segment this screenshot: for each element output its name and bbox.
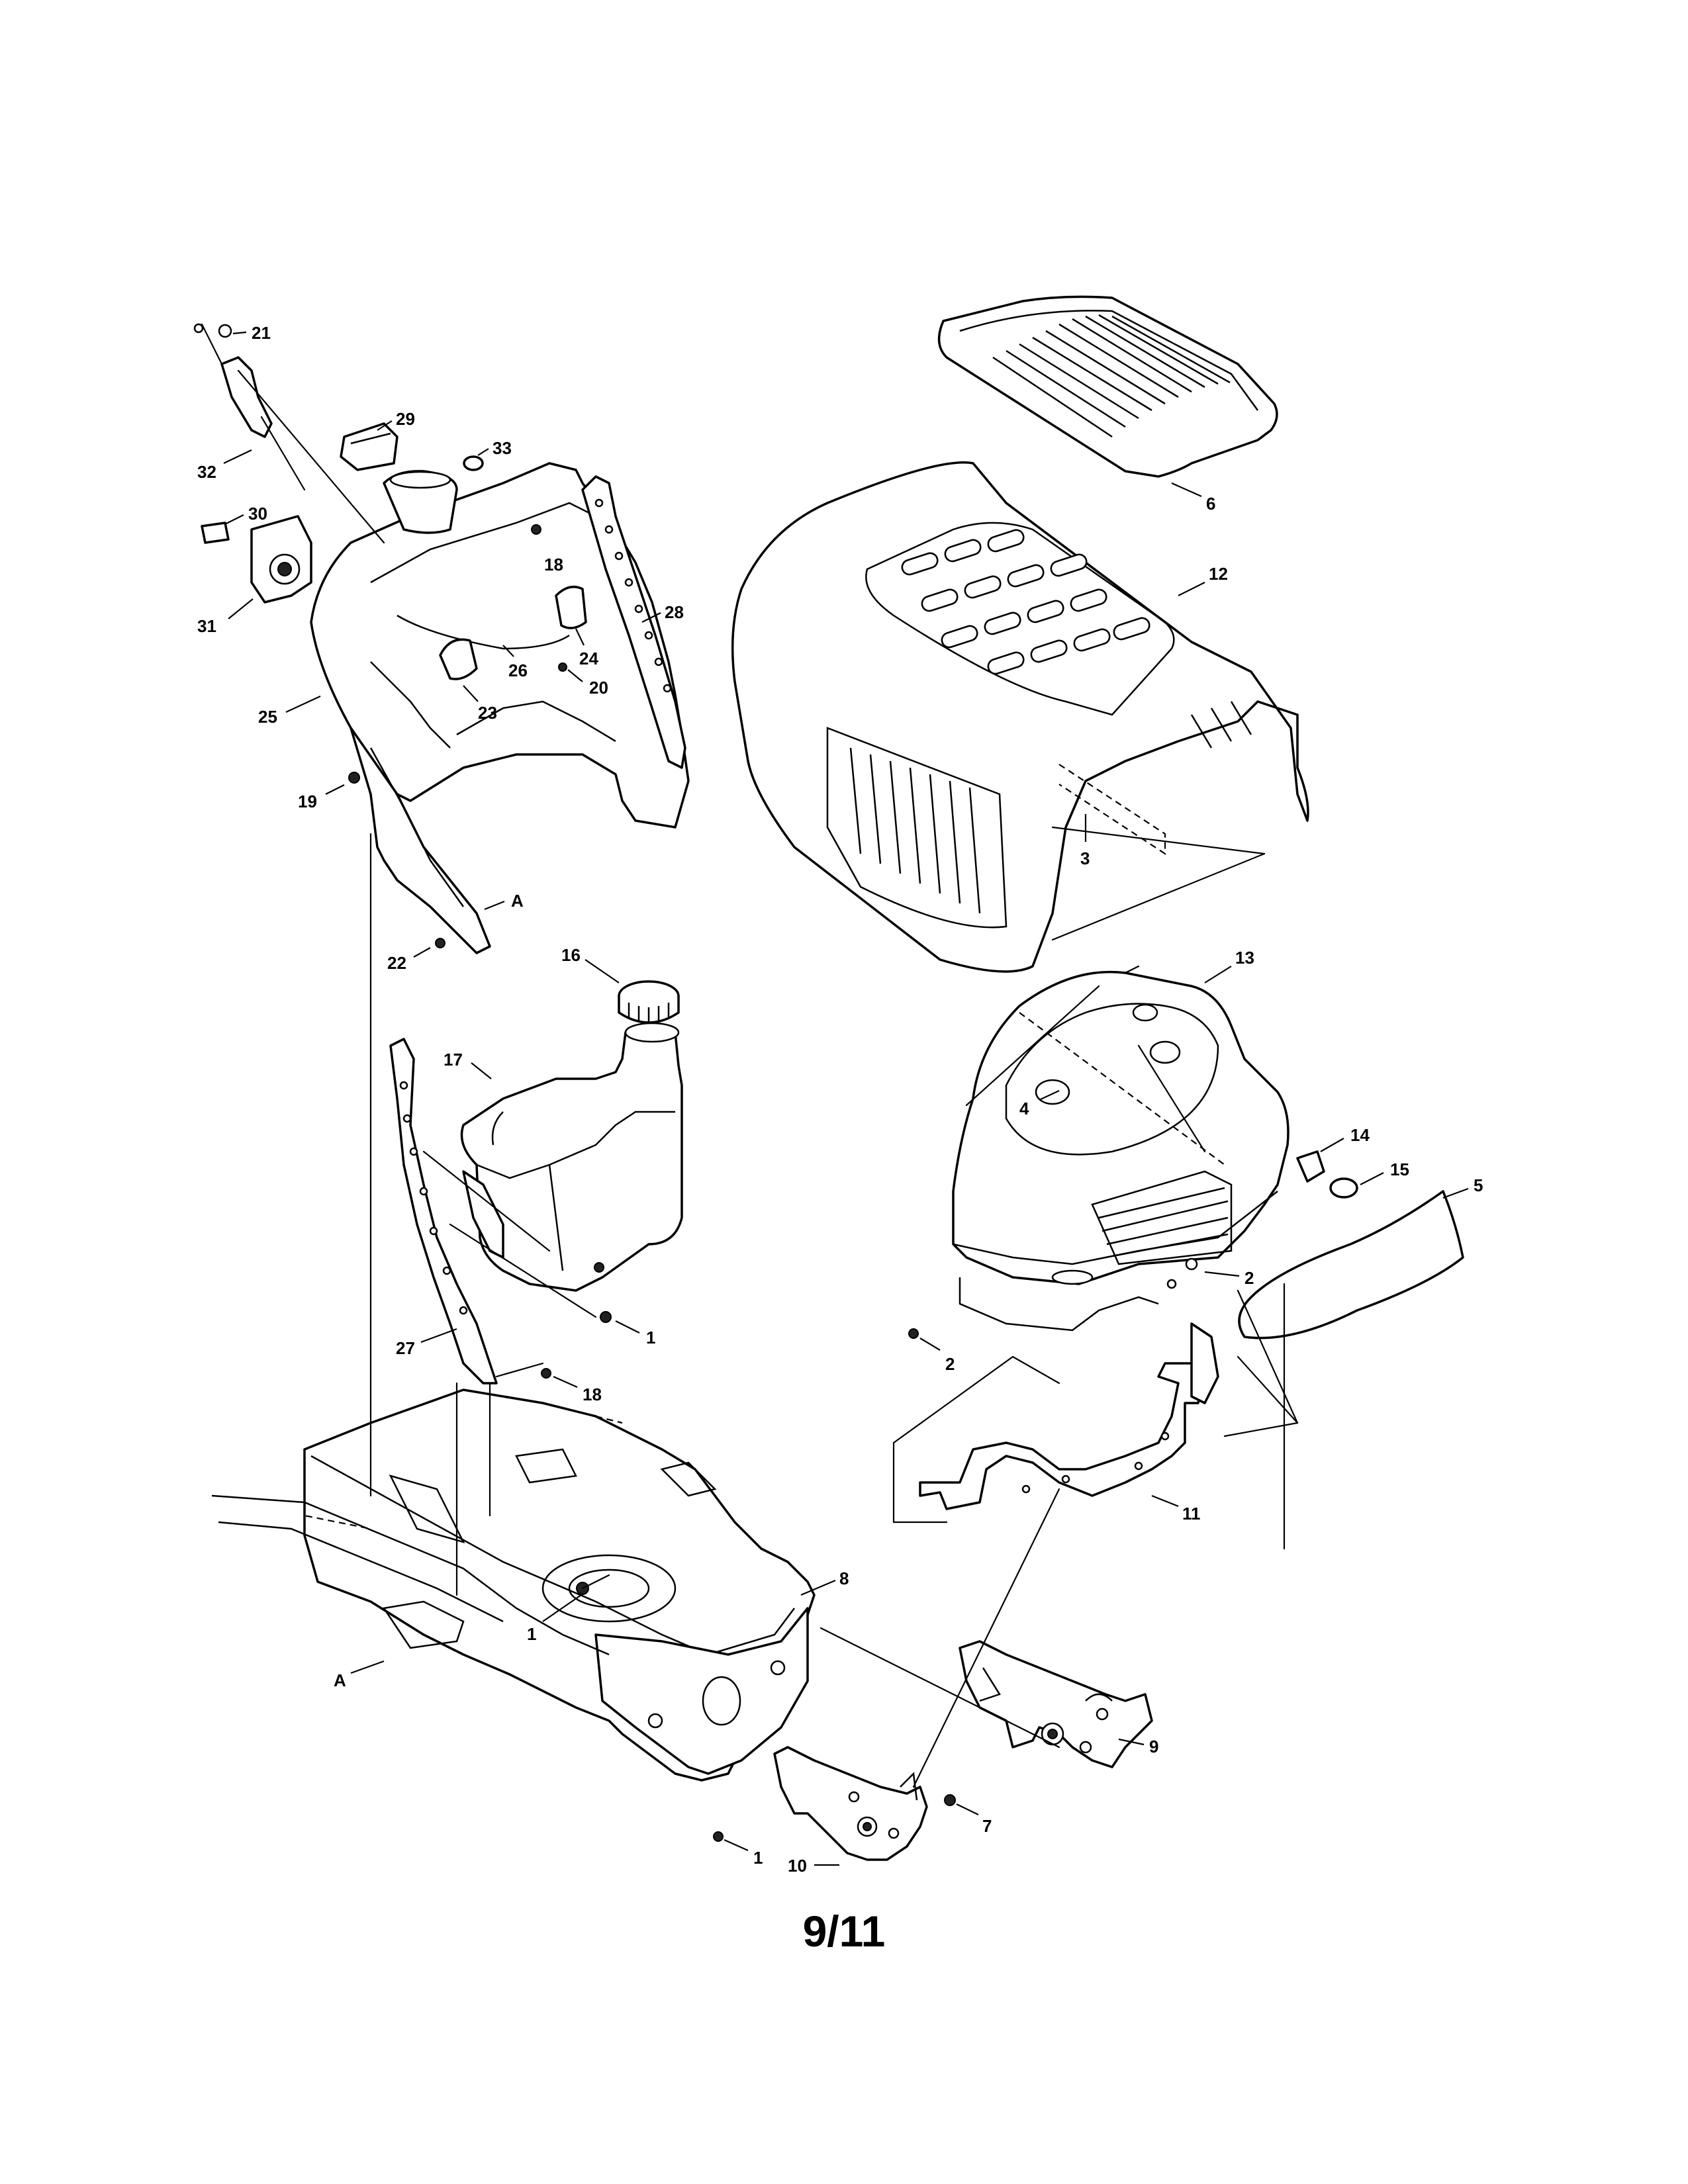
callout-1c: 1 bbox=[753, 1848, 763, 1868]
callout-17: 17 bbox=[444, 1050, 463, 1069]
callout-labels: 21 29 32 33 30 18 31 28 24 26 20 25 2 bbox=[197, 323, 1483, 1876]
screw-22 bbox=[435, 938, 445, 948]
callout-11: 11 bbox=[1182, 1504, 1201, 1524]
callout-33: 33 bbox=[492, 438, 512, 458]
knob-24 bbox=[555, 585, 587, 629]
dash-console-part bbox=[310, 462, 690, 954]
callout-28: 28 bbox=[665, 602, 684, 622]
callout-25: 25 bbox=[258, 707, 277, 727]
screw-18 bbox=[531, 524, 541, 535]
tank-bracket-27 bbox=[389, 1038, 504, 1385]
bracket-10 bbox=[773, 1746, 928, 1861]
callout-12: 12 bbox=[1209, 564, 1228, 584]
frame-8 bbox=[211, 833, 816, 1782]
callout-9: 9 bbox=[1149, 1737, 1158, 1756]
callout-20: 20 bbox=[589, 678, 608, 698]
callout-A1: A bbox=[511, 891, 524, 911]
callout-1a: 1 bbox=[646, 1328, 655, 1347]
callout-26: 26 bbox=[508, 660, 528, 680]
throttle-control-32 bbox=[193, 323, 306, 491]
callout-8: 8 bbox=[839, 1569, 849, 1588]
knob-14-15 bbox=[1296, 1150, 1358, 1199]
callout-1b: 1 bbox=[527, 1624, 536, 1644]
front-bumper-part bbox=[1238, 1190, 1464, 1340]
console-bracket-right-part bbox=[581, 475, 686, 769]
screw-19 bbox=[348, 772, 360, 784]
seat-switch-29 bbox=[340, 422, 399, 471]
hood-top-cover-part bbox=[937, 295, 1278, 478]
bolt-18b bbox=[541, 1368, 551, 1379]
callout-21: 21 bbox=[252, 323, 271, 343]
callout-32: 32 bbox=[197, 462, 216, 482]
callout-18a: 18 bbox=[544, 555, 563, 574]
fuel-tank-17 bbox=[460, 1022, 683, 1292]
hood-part bbox=[731, 461, 1309, 973]
callout-4: 4 bbox=[1019, 1099, 1029, 1118]
key-30 bbox=[201, 522, 230, 544]
callout-18b: 18 bbox=[583, 1385, 602, 1404]
callout-19: 19 bbox=[298, 792, 317, 811]
callout-2a: 2 bbox=[945, 1354, 955, 1374]
callout-A2: A bbox=[334, 1670, 346, 1690]
ignition-switch-31 bbox=[250, 515, 312, 604]
callout-23: 23 bbox=[478, 703, 497, 723]
callout-13: 13 bbox=[1235, 948, 1254, 968]
grommet-33 bbox=[463, 455, 484, 471]
callout-27: 27 bbox=[396, 1338, 415, 1358]
screw-20 bbox=[558, 662, 567, 672]
callout-22: 22 bbox=[387, 953, 406, 973]
knob-23 bbox=[439, 638, 478, 680]
callout-31: 31 bbox=[197, 616, 216, 636]
bolt-7 bbox=[944, 1794, 956, 1806]
callout-29: 29 bbox=[396, 409, 415, 429]
callout-6: 6 bbox=[1206, 494, 1215, 514]
callout-15: 15 bbox=[1390, 1160, 1409, 1179]
bolt-1a bbox=[594, 1262, 612, 1323]
callout-10: 10 bbox=[788, 1856, 807, 1876]
hood-vent-slots bbox=[901, 529, 1150, 675]
callout-2b: 2 bbox=[1244, 1268, 1254, 1288]
callout-24: 24 bbox=[579, 649, 598, 668]
bolt-2a bbox=[908, 1328, 919, 1339]
callout-3: 3 bbox=[1080, 848, 1090, 868]
callout-7: 7 bbox=[982, 1816, 992, 1836]
callout-14: 14 bbox=[1350, 1125, 1370, 1145]
grille-front-part bbox=[952, 970, 1289, 1332]
reference-lines bbox=[422, 826, 1299, 1788]
bolt-1c bbox=[713, 1831, 724, 1842]
callout-16: 16 bbox=[561, 945, 581, 965]
page-number: 9/11 bbox=[802, 1907, 886, 1956]
fuel-cap-16 bbox=[618, 980, 680, 1024]
callout-5: 5 bbox=[1474, 1175, 1483, 1195]
callout-30: 30 bbox=[248, 504, 267, 523]
hood-bracket-11 bbox=[919, 1322, 1219, 1510]
bracket-9 bbox=[959, 1640, 1153, 1768]
